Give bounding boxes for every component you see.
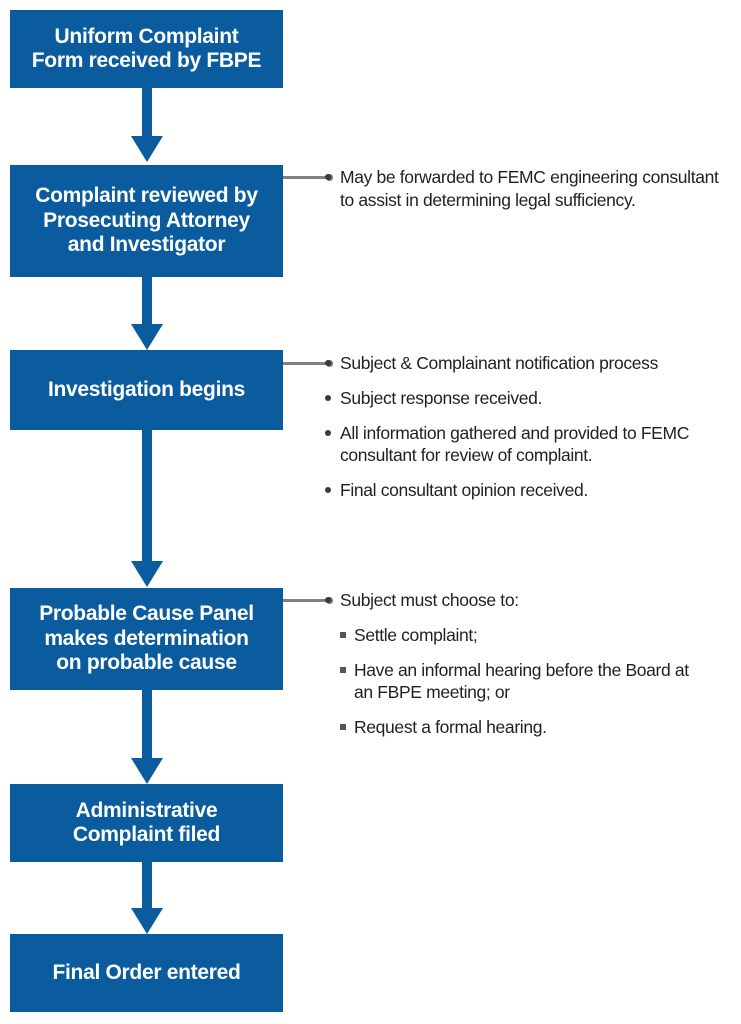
- note-item: May be forwarded to FEMC engineering con…: [324, 166, 741, 212]
- process-box-label: Complaint reviewed by Prosecuting Attorn…: [35, 184, 258, 257]
- process-box-complaint-reviewed[interactable]: Complaint reviewed by Prosecuting Attorn…: [10, 165, 283, 277]
- arrow-step4-to-step5: [131, 690, 163, 784]
- note-text: Final consultant opinion received.: [340, 480, 588, 500]
- note-text: May be forwarded to FEMC engineering con…: [340, 167, 719, 210]
- arrow-step1-to-step2: [131, 88, 163, 162]
- arrow-head: [131, 908, 163, 934]
- arrow-head: [131, 324, 163, 350]
- process-box-final-order-entered[interactable]: Final Order entered: [10, 934, 283, 1012]
- note-sub-item: Have an informal hearing before the Boar…: [324, 659, 741, 705]
- round-bullet-icon: [325, 394, 331, 401]
- arrow-stem: [142, 862, 152, 908]
- round-bullet-icon: [325, 360, 331, 366]
- note-text: Subject response received.: [340, 387, 542, 408]
- process-box-administrative-complaint-filed[interactable]: Administrative Complaint filed: [10, 784, 283, 862]
- leader-line-step2: [283, 176, 329, 179]
- process-box-label: Uniform Complaint Form received by FBPE: [31, 24, 262, 72]
- process-box-label: Administrative Complaint filed: [72, 798, 221, 846]
- leader-line-step3: [283, 362, 329, 365]
- note-item: Subject must choose to:: [324, 589, 741, 612]
- note-text: Subject must choose to:: [340, 590, 519, 610]
- notes-step-3: Subject & Complainant notification proce…: [324, 352, 741, 514]
- arrow-stem: [142, 88, 152, 136]
- note-text: Subject & Complainant notification proce…: [340, 353, 658, 373]
- note-item: All information gathered and provided to…: [324, 422, 741, 468]
- round-bullet-icon: [325, 429, 331, 436]
- arrow-step5-to-step6: [131, 862, 163, 934]
- square-bullet-icon: [340, 666, 346, 673]
- note-item: Subject response received.: [324, 387, 741, 410]
- round-bullet-icon: [325, 487, 331, 493]
- notes-step-4: Subject must choose to: Settle complaint…: [324, 589, 741, 751]
- note-sub-item: Settle complaint;: [324, 624, 741, 647]
- note-text: Have an informal hearing before the Boar…: [354, 659, 689, 703]
- process-box-investigation-begins[interactable]: Investigation begins: [10, 350, 283, 430]
- arrow-step3-to-step4: [131, 430, 163, 588]
- process-box-probable-cause-panel[interactable]: Probable Cause Panel makes determination…: [10, 588, 283, 690]
- round-bullet-icon: [325, 174, 331, 180]
- note-text: Request a formal hearing.: [354, 717, 547, 737]
- process-box-label: Investigation begins: [47, 377, 246, 401]
- process-box-uniform-complaint-form-received[interactable]: Uniform Complaint Form received by FBPE: [10, 10, 283, 88]
- arrow-stem: [142, 690, 152, 758]
- arrow-head: [131, 136, 163, 162]
- note-text: Settle complaint;: [354, 624, 478, 645]
- arrow-head: [131, 758, 163, 784]
- square-bullet-icon: [340, 724, 346, 730]
- leader-line-step4: [283, 599, 329, 602]
- arrow-head: [131, 561, 163, 587]
- process-box-label: Probable Cause Panel makes determination…: [39, 602, 254, 675]
- round-bullet-icon: [325, 597, 331, 603]
- square-bullet-icon: [340, 631, 346, 638]
- arrow-stem: [142, 430, 152, 561]
- note-item: Subject & Complainant notification proce…: [324, 352, 741, 375]
- process-box-label: Final Order entered: [52, 960, 241, 984]
- arrow-stem: [142, 277, 152, 324]
- notes-step-2: May be forwarded to FEMC engineering con…: [324, 166, 741, 224]
- note-item: Final consultant opinion received.: [324, 479, 741, 502]
- arrow-step2-to-step3: [131, 277, 163, 351]
- note-text: All information gathered and provided to…: [340, 422, 690, 466]
- note-sub-item: Request a formal hearing.: [324, 716, 741, 739]
